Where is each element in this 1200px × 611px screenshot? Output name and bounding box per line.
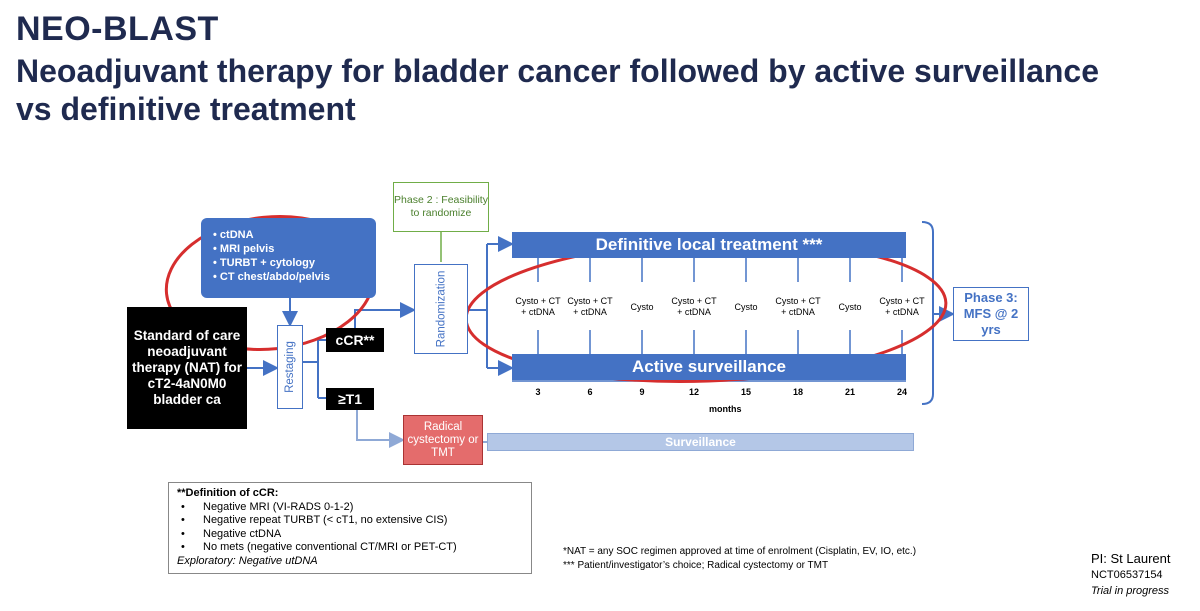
month-tick-label: 18 xyxy=(792,387,804,397)
month-tick-label: 12 xyxy=(688,387,700,397)
phase3-box: Phase 3: MFS @ 2 yrs xyxy=(953,287,1029,341)
visit-label: Cysto + CT+ ctDNA xyxy=(671,296,716,318)
month-tick-label: 6 xyxy=(587,387,593,397)
definition-item: Negative ctDNA xyxy=(181,528,523,542)
month-tick-label: 3 xyxy=(535,387,541,397)
visit-label-line1: Cysto + CT xyxy=(775,296,821,306)
visit-label: Cysto xyxy=(734,302,757,313)
exam-item: CT chest/abdo/pelvis xyxy=(213,270,376,284)
visit-label-line1: Cysto xyxy=(838,302,862,312)
visit-label-line2: + ctDNA xyxy=(521,307,555,317)
visit-label-line2: + ctDNA xyxy=(781,307,815,317)
connector-t1-radical xyxy=(356,410,405,448)
visit-label: Cysto + CT+ ctDNA xyxy=(775,296,820,318)
slide-subtitle: Neoadjuvant therapy for bladder cancer f… xyxy=(16,53,1100,127)
definition-item: No mets (negative conventional CT/MRI or… xyxy=(181,541,523,555)
ge-t1-label: ≥T1 xyxy=(326,388,374,410)
visit-label-line2: + ctDNA xyxy=(573,307,607,317)
principal-investigator: PI: St Laurent xyxy=(1091,551,1171,566)
soc-neoadjuvant-box: Standard of care neoadjuvant therapy (NA… xyxy=(127,307,247,429)
exploratory-note: Exploratory: Negative utDNA xyxy=(177,554,318,567)
exam-item: ctDNA xyxy=(213,228,376,242)
visit-label-line1: Cysto + CT xyxy=(515,296,561,306)
definition-item: Negative repeat TURBT (< cT1, no extensi… xyxy=(181,514,523,528)
visit-label: Cysto + CT+ ctDNA xyxy=(879,296,924,318)
randomization-box: Randomization xyxy=(414,264,468,354)
visit-label-line2: + ctDNA xyxy=(677,307,711,317)
phase2-box: Phase 2 : Feasibility to randomize xyxy=(393,182,489,232)
active-surveillance-bar: Active surveillance xyxy=(512,354,906,380)
ccr-definition-box: **Definition of cCR: Negative MRI (VI-RA… xyxy=(168,482,532,574)
exams-box: ctDNA MRI pelvis TURBT + cytology CT che… xyxy=(201,218,376,298)
month-tick-label: 21 xyxy=(844,387,856,397)
definitive-treatment-bar: Definitive local treatment *** xyxy=(512,232,906,258)
visit-label-line1: Cysto xyxy=(630,302,654,312)
visit-label-line1: Cysto + CT xyxy=(879,296,925,306)
visit-label: Cysto + CT+ ctDNA xyxy=(567,296,612,318)
connector-restaging-ccr xyxy=(303,339,326,363)
visit-label-line1: Cysto xyxy=(734,302,758,312)
connector-ccr-randomization xyxy=(354,302,416,328)
timeline-ticks xyxy=(537,258,903,354)
trial-status: Trial in progress xyxy=(1091,585,1170,597)
restaging-box: Restaging xyxy=(277,325,303,409)
slide-title: NEO-BLAST xyxy=(16,10,219,48)
nct-number: NCT06537154 xyxy=(1091,569,1163,581)
visit-label: Cysto xyxy=(838,302,861,313)
visit-label-line2: + ctDNA xyxy=(885,307,919,317)
surveillance-bar: Surveillance xyxy=(487,433,914,451)
month-tick-label: 15 xyxy=(740,387,752,397)
months-axis-label: months xyxy=(709,404,742,414)
radical-cystectomy-box: Radical cystectomy or TMT xyxy=(403,415,483,465)
visit-label: Cysto + CT+ ctDNA xyxy=(515,296,560,318)
visit-label: Cysto xyxy=(630,302,653,313)
definition-item: Negative MRI (VI-RADS 0-1-2) xyxy=(181,501,523,515)
month-tick-label: 24 xyxy=(896,387,908,397)
definition-header: **Definition of cCR: xyxy=(177,487,279,499)
visit-label-line1: Cysto + CT xyxy=(567,296,613,306)
restaging-label: Restaging xyxy=(284,341,297,393)
nat-footnote: *NAT = any SOC regimen approved at time … xyxy=(563,546,917,557)
exam-item: TURBT + cytology xyxy=(213,256,376,270)
exam-item: MRI pelvis xyxy=(213,242,376,256)
choice-footnote: *** Patient/investigator’s choice; Radic… xyxy=(563,560,829,571)
randomization-label: Randomization xyxy=(435,270,447,348)
visit-label-line1: Cysto + CT xyxy=(671,296,717,306)
month-tick-label: 9 xyxy=(639,387,645,397)
ccr-label: cCR** xyxy=(326,328,384,352)
